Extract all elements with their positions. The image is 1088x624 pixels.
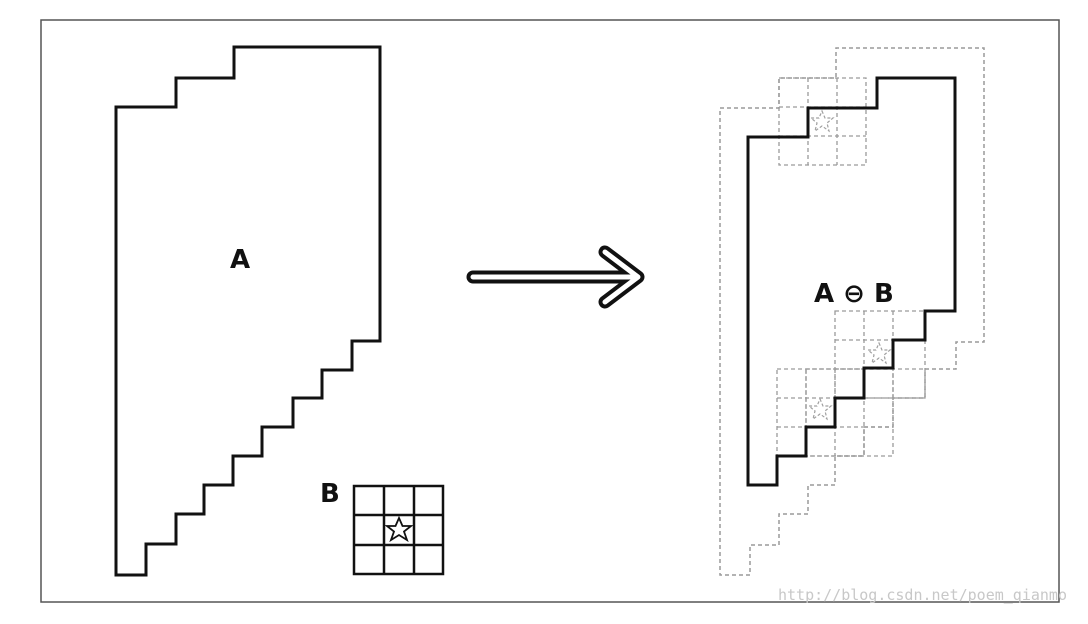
watermark: http://blog.csdn.net/poem_qianmo xyxy=(778,586,1067,604)
arrow-icon xyxy=(466,245,645,309)
label-b: B xyxy=(320,479,340,509)
star-icon xyxy=(807,109,892,421)
star-icon xyxy=(384,515,414,543)
label-a: A xyxy=(230,245,250,275)
label-result: A ⊖ B xyxy=(814,279,894,309)
structuring-element-b xyxy=(352,484,445,576)
frame xyxy=(40,19,1060,603)
shape-a xyxy=(114,45,382,577)
eroded-shape xyxy=(746,76,957,487)
